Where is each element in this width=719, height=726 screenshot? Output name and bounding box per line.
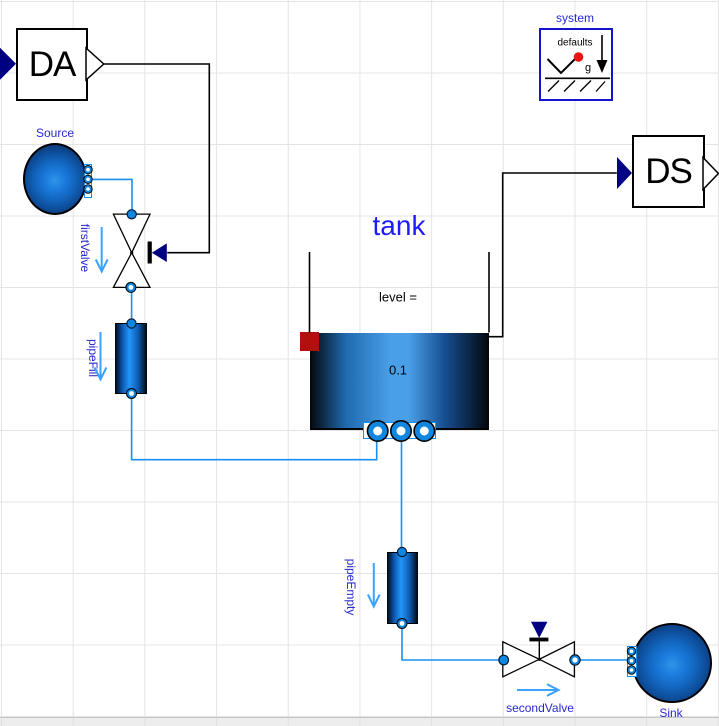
spring-icon [546, 55, 579, 75]
first-valve-port-a[interactable] [126, 209, 137, 220]
da-input-triangle-icon[interactable] [0, 47, 16, 80]
source-sphere[interactable] [23, 143, 87, 215]
first-valve-center-dot [130, 251, 134, 255]
second-valve-actuator-bar-icon [529, 637, 549, 642]
tank-label: tank [372, 210, 426, 241]
ground-hatch-icon [547, 80, 606, 92]
connection-tank-to-ds[interactable] [489, 172, 617, 338]
pipe-fill-port-a[interactable] [126, 318, 137, 329]
flow-arrow-down-icon [94, 227, 109, 274]
second-valve-center-dot [537, 657, 541, 661]
tank-liquid[interactable] [309, 332, 489, 430]
flow-arrow-down-icon [93, 332, 108, 382]
pipe-empty-port-a[interactable] [396, 546, 408, 558]
ds-converter-block[interactable]: DS [632, 135, 705, 208]
gravity-arrow-head-icon [596, 60, 608, 73]
tank-walls-icon [308, 252, 490, 333]
first-valve-top-triangle[interactable] [112, 213, 152, 255]
second-valve-actuator-triangle-icon [531, 621, 548, 638]
source-label: Source [35, 126, 75, 140]
tank-level-label: level = [379, 289, 417, 305]
da-output-triangle-icon[interactable] [85, 46, 105, 82]
tank-red-marker [300, 332, 319, 351]
first-valve[interactable] [112, 213, 167, 289]
system-defaults-label: defaults [557, 37, 593, 49]
flow-arrow-down-icon [367, 563, 381, 609]
red-dot-icon [573, 52, 584, 62]
ds-input-triangle-icon[interactable] [617, 157, 632, 189]
sink-sphere[interactable] [632, 623, 712, 703]
ds-block-label: DS [645, 151, 693, 191]
tank-ports[interactable] [366, 419, 436, 442]
second-valve-right-triangle[interactable] [537, 640, 576, 678]
connection-da-to-firstvalve[interactable] [103, 63, 211, 254]
canvas-bottom-edge [0, 717, 719, 726]
first-valve-port-b[interactable] [125, 281, 137, 293]
da-converter-block[interactable]: DA [16, 28, 88, 101]
second-valve-label: secondValve [506, 700, 574, 715]
source-ports[interactable] [83, 165, 93, 194]
second-valve-port-b[interactable] [569, 654, 581, 666]
da-block-label: DA [28, 44, 77, 84]
second-valve-port-a[interactable] [498, 654, 510, 666]
pipe-empty-body[interactable] [386, 551, 418, 624]
flow-arrow-right-icon [517, 683, 561, 697]
system-block[interactable]: defaults g [539, 28, 613, 101]
second-valve[interactable] [502, 621, 576, 678]
system-gravity-label: g [584, 62, 592, 74]
system-icon [545, 35, 610, 92]
first-valve-actuator-bar-icon [147, 241, 152, 264]
tank-level-value: 0.1 [388, 362, 408, 378]
system-label: system [555, 11, 595, 25]
sink-ports[interactable] [626, 646, 637, 675]
connection-source-to-firstvalve[interactable] [92, 178, 133, 212]
sink-label: Sink [659, 706, 683, 720]
connection-pipeempty-to-secondvalve[interactable] [401, 626, 500, 661]
connection-pipefill-to-tank[interactable] [130, 396, 378, 461]
pipe-empty-port-b[interactable] [396, 618, 408, 629]
ds-output-triangle-icon[interactable] [702, 155, 719, 192]
first-valve-actuator-triangle-icon [151, 243, 167, 262]
pipe-fill-port-b[interactable] [126, 388, 137, 399]
hollow-ports [125, 281, 581, 666]
